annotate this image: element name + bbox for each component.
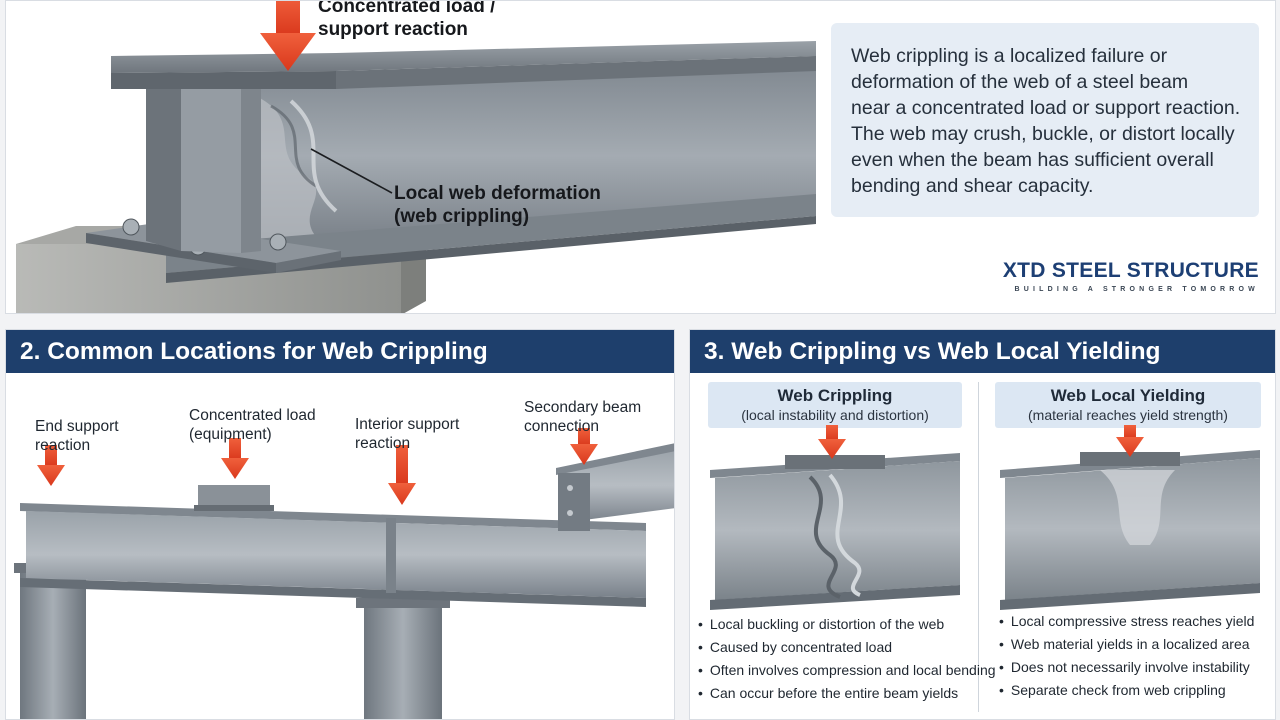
definition-line: Web crippling is a localized failure or	[851, 45, 1168, 67]
definition-line: deformation of the web of a steel beam	[851, 71, 1189, 93]
brand-name: XTD STEEL STRUCTURE	[1002, 259, 1259, 282]
list-item: Caused by concentrated load	[698, 636, 996, 659]
label-concentrated-load: Concentrated load (equipment)	[189, 407, 316, 443]
comparison-illustrations	[710, 425, 1260, 610]
comparison-panel: 3. Web Crippling vs Web Local Yielding W…	[689, 329, 1276, 720]
brand-logo: XTD STEEL STRUCTURE BUILDING A STRONGER …	[1003, 259, 1259, 293]
column-divider	[978, 382, 979, 712]
list-item: Can occur before the entire beam yields	[698, 682, 996, 705]
arrow-yielding	[1116, 425, 1144, 457]
main-girder	[20, 503, 646, 607]
yielding-bullet-list: Local compressive stress reaches yield W…	[999, 610, 1255, 702]
beam-web	[181, 56, 816, 256]
arrow-concentrated-load	[221, 438, 249, 479]
definition-line: bending and shear capacity.	[851, 175, 1094, 197]
callout-leader-line	[310, 148, 393, 194]
list-item: Web material yields in a localized area	[999, 633, 1254, 656]
support-column-interior	[356, 598, 450, 719]
list-item: Separate check from web crippling	[999, 679, 1254, 702]
frame-illustration	[14, 428, 674, 719]
list-item: Often involves compression and local ben…	[698, 659, 996, 682]
arrow-interior-support	[388, 445, 416, 505]
callout-web-deformation: Local web deformation (web crippling)	[394, 183, 601, 227]
web-crippling-deformation	[256, 96, 338, 251]
arrow-end-support	[37, 445, 65, 486]
comparison-panel-title: 3. Web Crippling vs Web Local Yielding	[690, 330, 1275, 373]
definition-line: even when the beam has sufficient overal…	[851, 149, 1214, 171]
list-item: Local buckling or distortion of the web	[698, 613, 996, 636]
equipment-block	[194, 485, 274, 511]
crippling-beam	[710, 453, 960, 610]
secondary-beam	[556, 443, 674, 531]
locations-panel: 2. Common Locations for Web Crippling	[5, 329, 675, 720]
label-interior-support: Interior support reaction	[355, 416, 460, 452]
brand-tagline: BUILDING A STRONGER TOMORROW	[1014, 286, 1259, 293]
list-item: Local compressive stress reaches yield	[999, 610, 1255, 633]
list-item: Does not necessarily involve instability	[999, 656, 1254, 679]
end-stiffener	[146, 81, 261, 253]
definition-line: The web may crush, buckle, or distort lo…	[851, 123, 1235, 145]
beam-crippling-illustration	[16, 1, 816, 313]
yielding-beam	[1000, 450, 1260, 610]
definition-box: Web crippling is a localized failure or …	[831, 23, 1259, 217]
locations-panel-title: 2. Common Locations for Web Crippling	[6, 330, 674, 373]
hero-panel: Concentrated load / support reaction Loc…	[5, 0, 1276, 314]
definition-line: near a concentrated load or support reac…	[851, 97, 1241, 119]
arrow-secondary-beam	[570, 428, 598, 465]
label-end-support: End support reaction	[35, 418, 119, 454]
crippling-bullet-list: Local buckling or distortion of the web …	[698, 613, 996, 705]
callout-concentrated-load: Concentrated load / support reaction	[318, 0, 496, 40]
label-secondary-beam: Secondary beam connection	[524, 399, 642, 435]
arrow-crippling	[818, 425, 846, 459]
load-arrow	[260, 1, 316, 71]
web-crippling-header: Web Crippling (local instability and dis…	[708, 382, 962, 428]
web-yielding-header: Web Local Yielding (material reaches yie…	[995, 382, 1261, 428]
